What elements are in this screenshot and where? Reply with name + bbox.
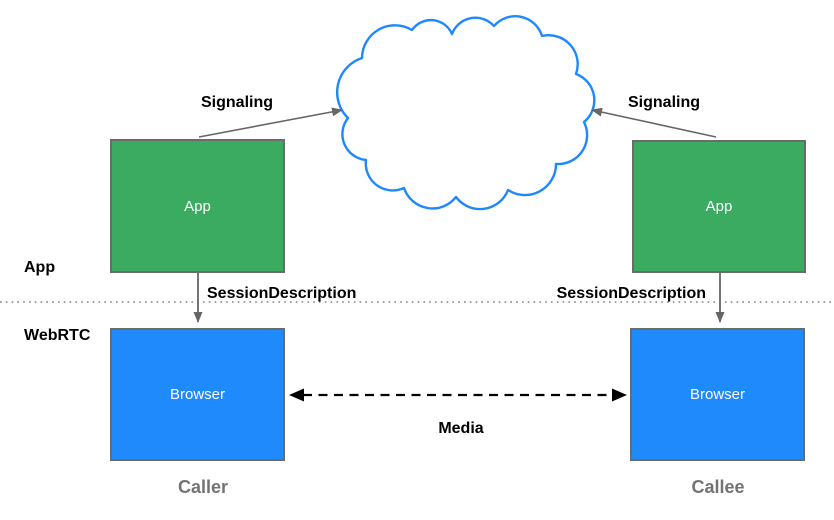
callee-app-box: App (632, 140, 806, 273)
callee-browser-box: Browser (630, 328, 805, 461)
caller-app-box: App (110, 139, 285, 273)
caller-browser-box: Browser (110, 328, 285, 461)
callee-browser-label: Browser (689, 386, 745, 403)
signaling-label-right: Signaling (628, 94, 700, 111)
callee-app-label: App (705, 198, 733, 215)
media-arrowhead-left (289, 388, 304, 402)
media-label: Media (438, 420, 484, 437)
signaling-arrow-left (198, 107, 343, 138)
caller-app-label: App (184, 197, 211, 215)
session-description-label-right: SessionDescription (556, 285, 706, 302)
webrtc-layer-label: WebRTC (24, 327, 91, 344)
media-arrowhead-right (612, 388, 627, 402)
callee-label: Callee (691, 477, 745, 497)
caller-browser-label: Browser (169, 386, 225, 403)
app-layer-label: App (24, 259, 56, 276)
signaling-cloud-icon (335, 15, 596, 211)
signaling-label-left: Signaling (201, 94, 273, 111)
signaling-arrow-right (591, 107, 717, 138)
caller-label: Caller (177, 477, 229, 497)
session-description-label-left: SessionDescription (207, 285, 357, 302)
